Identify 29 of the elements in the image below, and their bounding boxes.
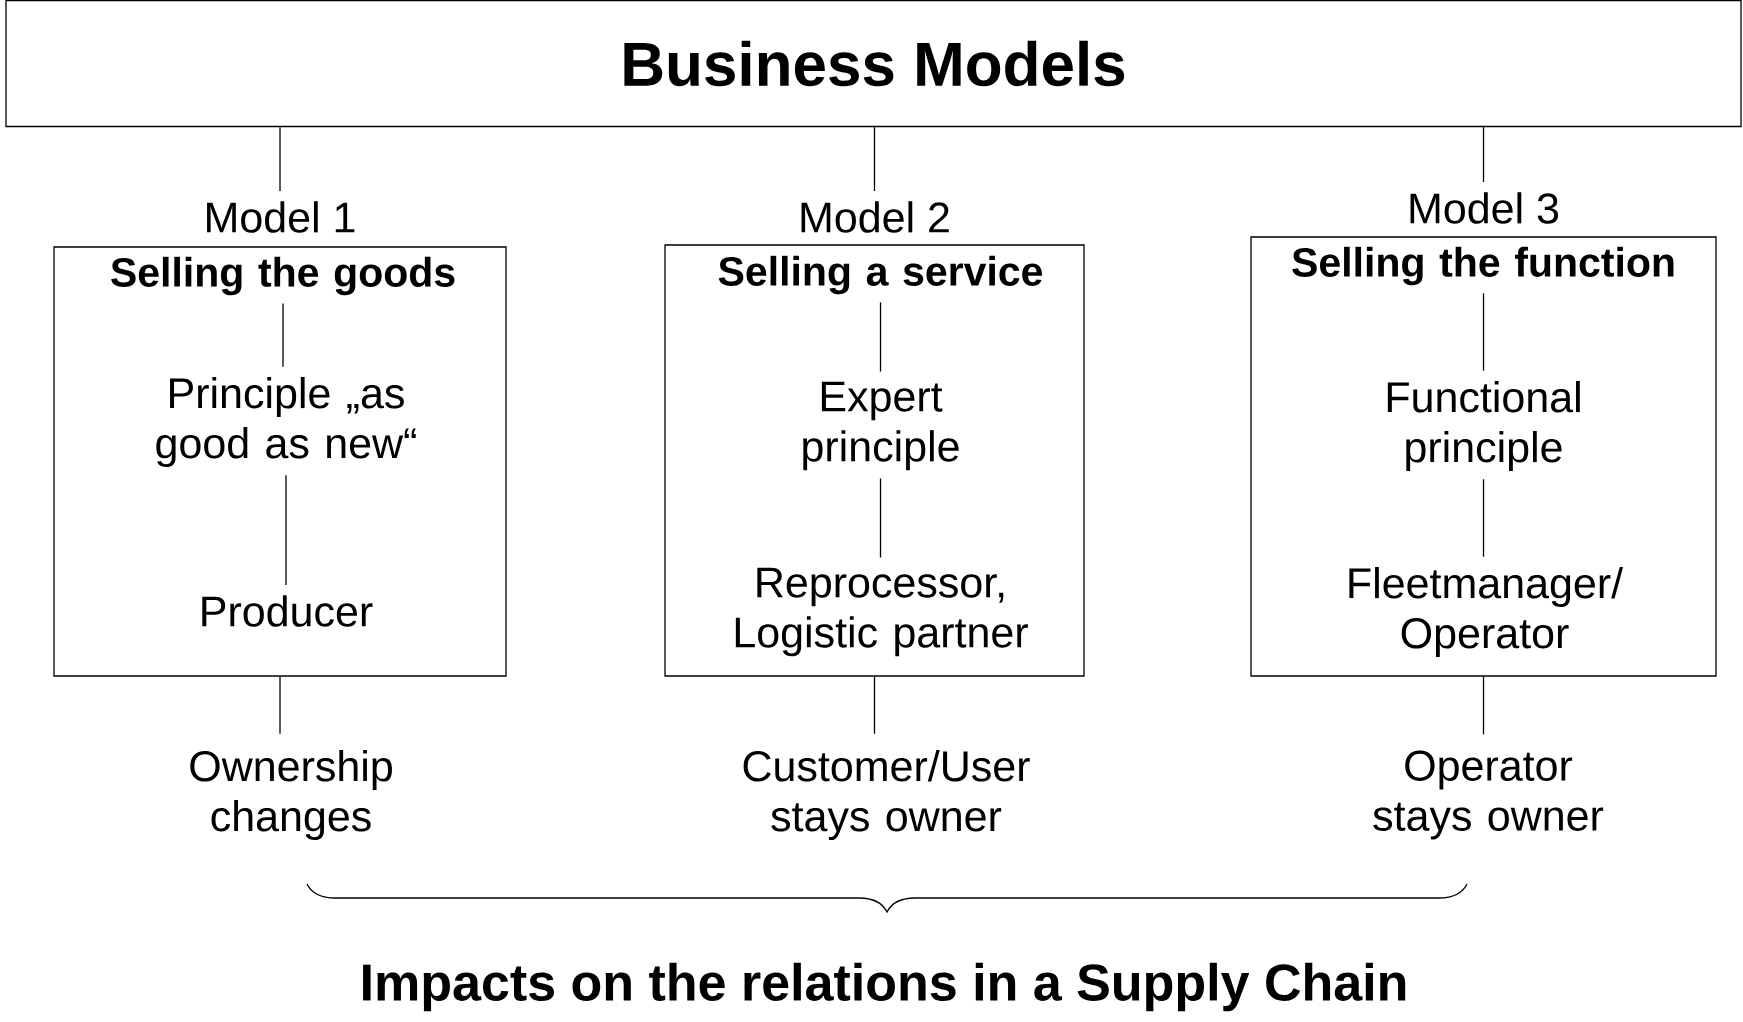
- node-label: Model 2: [801, 201, 949, 233]
- heading-text: Selling a service: [718, 255, 1042, 295]
- caption-text: Impacts on the relations in a Supply Chain: [363, 962, 1406, 1012]
- connector-line: [282, 302, 284, 368]
- node-label: Model 1: [207, 201, 355, 233]
- node-text: Fleetmanager/ Operator: [1349, 566, 1624, 658]
- connector-line: [279, 126, 281, 192]
- node-text: Functional principle: [1387, 380, 1580, 472]
- connector-line: [285, 474, 287, 586]
- connector-line: [1482, 676, 1485, 735]
- connector-line: [879, 301, 882, 373]
- connector-line: [1482, 126, 1485, 183]
- title-box: Business Models: [5, 0, 1742, 128]
- connector-line: [1482, 478, 1485, 558]
- connector-line: [873, 126, 876, 192]
- connector-line: [873, 676, 876, 735]
- node-text: Principle „as good as new“: [156, 376, 416, 468]
- node-text: Expert principle: [803, 381, 959, 471]
- node-text: Producer: [202, 595, 373, 627]
- connector-line: [879, 477, 882, 559]
- node-text: Operator stays owner: [1373, 750, 1604, 840]
- node-text: Customer/User stays owner: [743, 749, 1030, 841]
- connector-line: [279, 676, 281, 735]
- heading-text: Selling the function: [1292, 246, 1674, 286]
- node-text: Ownership changes: [190, 749, 392, 841]
- node-label: Model 3: [1410, 192, 1559, 224]
- node-text: Reprocessor, Logistic partner: [735, 567, 1028, 657]
- connector-line: [1482, 292, 1485, 372]
- heading-text: Selling the goods: [111, 256, 455, 296]
